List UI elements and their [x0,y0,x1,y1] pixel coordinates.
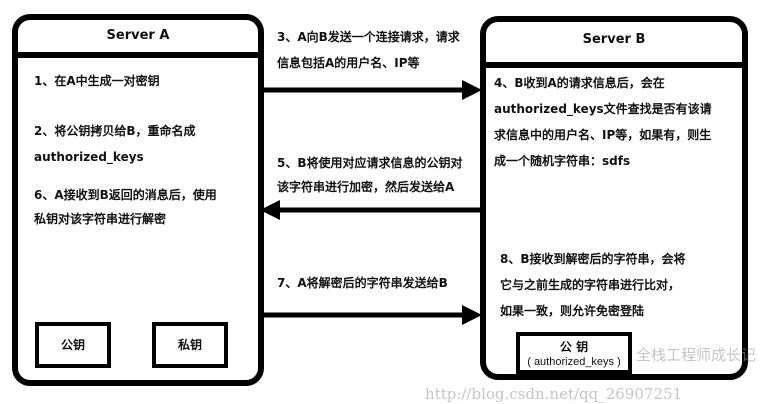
step2-text: 2、将公钥拷贝给B，重命名成 [34,124,196,138]
public-key-box-b: 公 钥 ( authorized_keys ) [516,332,632,374]
step8-text-3: 如果一致，则允许免密登陆 [500,304,645,318]
public-key-label-b: 公 钥 [559,340,589,354]
step5-text: 5、B将使用对应请求信息的公钥对 [277,156,463,170]
arrow-step7 [264,305,482,325]
public-key-box-a: 公钥 [35,322,111,368]
arrow-step5 [260,200,480,220]
step8-text: 8、B接收到解密后的字符串，会将 [500,252,686,266]
step3-text-2: 信息包括A的用户名、IP等 [277,56,420,70]
watermark-url: http://blog.csdn.net/qq_26907251 [425,385,683,403]
step5-text-2: 该字符串进行加密，然后发送给A [277,180,455,194]
server-b-box: Server B [480,16,748,380]
step1-text: 1、在A中生成一对密钥 [34,74,160,88]
step4-text-4: 成一个随机字符串：sdfs [494,154,631,168]
step4-text-2: authorized_keys文件查找是否有该请 [494,102,712,116]
step6-text: 6、A接收到B返回的消息后，使用 [34,188,217,202]
authorized-keys-label: ( authorized_keys ) [527,356,621,368]
step6-text-cont: 私钥对该字符串进行解密 [34,212,167,226]
private-key-box: 私钥 [152,322,228,368]
step4-text-3: 求信息中的用户名、IP等，如果有，则生 [494,128,712,142]
step7-text: 7、A将解密后的字符串发送给B [277,276,448,290]
public-key-label: 公钥 [60,338,85,352]
server-a-title: Server A [18,28,258,58]
arrow-step3 [264,80,482,100]
private-key-label: 私钥 [177,338,202,352]
server-b-title: Server B [486,32,742,68]
step3-text: 3、A向B发送一个连接请求，请求 [277,30,460,44]
step8-text-2: 它与之前生成的字符串进行比对， [500,278,681,292]
step2-text-cont: authorized_keys [34,150,144,164]
step4-text: 4、B收到A的请求信息后，会在 [494,76,665,90]
server-a-box: Server A [12,14,264,386]
watermark-name: 全栈工程师成长记 [636,346,757,364]
